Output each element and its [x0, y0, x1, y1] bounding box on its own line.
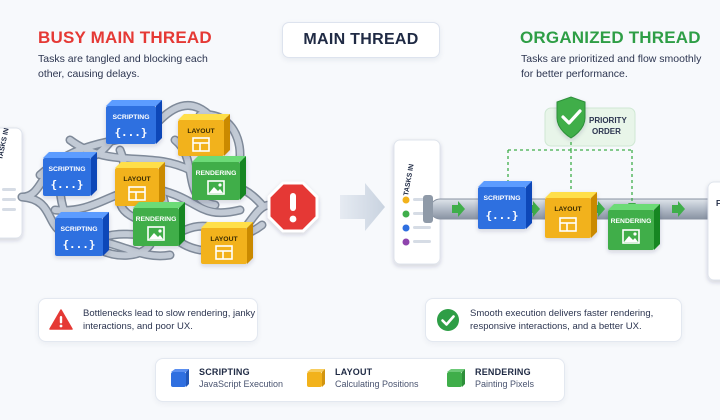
- check-circle-icon: [436, 308, 460, 332]
- task-block-layout: LAYOUT: [545, 192, 597, 238]
- task-block-label: SCRIPTING: [48, 166, 85, 173]
- legend-item-layout: LAYOUT Calculating Positions: [306, 367, 419, 389]
- legend-rendering-desc: Painting Pixels: [475, 379, 535, 389]
- busy-thread-subtitle: Tasks are tangled and blocking each othe…: [38, 53, 208, 80]
- task-block-scripting: SCRIPTING {...}: [106, 100, 162, 144]
- task-block-label: SCRIPTING: [483, 195, 520, 202]
- legend-layout-name: LAYOUT: [335, 367, 373, 377]
- left-tasks-in-card: TASKS IN: [0, 127, 23, 239]
- legend-scripting-name: SCRIPTING: [199, 367, 250, 377]
- image-picture-icon: [207, 180, 225, 195]
- warning-triangle-icon: [49, 309, 73, 331]
- task-block-label: SCRIPTING: [112, 114, 149, 121]
- organized-thread-subtitle: Tasks are prioritized and flow smoothly …: [521, 53, 702, 80]
- bottleneck-note-text: Bottlenecks lead to slow rendering, jank…: [83, 307, 256, 333]
- legend-rendering-name: RENDERING: [475, 367, 531, 377]
- legend-item-scripting: SCRIPTING JavaScript Execution: [170, 367, 283, 389]
- task-block-label: RENDERING: [136, 216, 177, 223]
- busy-thread-title: BUSY MAIN THREAD: [38, 28, 212, 47]
- task-block-scripting: SCRIPTING {...}: [478, 181, 532, 229]
- organized-task-blocks: SCRIPTING {...} LAYOUT RENDERING: [478, 181, 660, 250]
- bottleneck-note: Bottlenecks lead to slow rendering, jank…: [38, 298, 258, 342]
- layout-grid-icon: [559, 217, 577, 232]
- layout-grid-icon: [128, 186, 146, 201]
- busy-task-blocks: SCRIPTING {...} LAYOUT SCRIPTING {...} LAYOUT…: [43, 100, 253, 264]
- task-block-rendering: RENDERING: [133, 202, 185, 246]
- priority-label-line2: ORDER: [592, 127, 621, 136]
- smooth-execution-note: Smooth execution delivers faster renderi…: [425, 298, 682, 342]
- legend-layout-desc: Calculating Positions: [335, 379, 419, 389]
- code-braces-icon: {...}: [485, 209, 518, 222]
- task-block-scripting: SCRIPTING {...}: [55, 212, 109, 256]
- right-tasks-out-card: F: [707, 181, 720, 281]
- smooth-execution-note-text: Smooth execution delivers faster renderi…: [470, 307, 654, 333]
- task-block-layout: LAYOUT: [115, 162, 165, 206]
- priority-dashed-lines: [507, 142, 633, 205]
- main-thread-title: MAIN THREAD: [282, 22, 440, 58]
- layout-cube-icon: [307, 369, 325, 387]
- task-block-label: LAYOUT: [187, 128, 215, 135]
- task-block-label: LAYOUT: [210, 236, 238, 243]
- layout-grid-icon: [192, 137, 210, 152]
- image-picture-icon: [622, 229, 640, 244]
- checkmark-icon: [561, 109, 582, 125]
- task-block-rendering: RENDERING: [608, 204, 660, 250]
- task-block-label: SCRIPTING: [60, 226, 97, 233]
- layout-grid-icon: [215, 245, 233, 260]
- task-block-layout: LAYOUT: [201, 222, 253, 264]
- task-block-label: LAYOUT: [123, 176, 151, 183]
- transition-arrow: [340, 183, 385, 231]
- code-braces-icon: {...}: [62, 238, 95, 251]
- left-tasks-in-label: TASKS IN: [0, 128, 11, 161]
- task-block-label: LAYOUT: [554, 206, 582, 213]
- rendering-cube-icon: [447, 369, 465, 387]
- scripting-cube-icon: [171, 369, 189, 387]
- code-braces-icon: {...}: [114, 126, 147, 139]
- legend-scripting-desc: JavaScript Execution: [199, 379, 284, 389]
- task-block-layout: LAYOUT: [178, 114, 230, 156]
- task-block-rendering: RENDERING: [192, 156, 246, 200]
- stop-sign-exclamation-icon: [267, 181, 319, 233]
- legend: SCRIPTING JavaScript Execution LAYOUT Ca…: [155, 358, 565, 402]
- task-block-label: RENDERING: [611, 218, 652, 225]
- right-edge-label: F: [716, 199, 720, 208]
- code-braces-icon: {...}: [50, 178, 83, 191]
- task-block-label: RENDERING: [196, 170, 237, 177]
- priority-order-badge: PRIORITY ORDER: [544, 96, 636, 147]
- task-block-scripting: SCRIPTING {...}: [43, 152, 97, 196]
- priority-label-line1: PRIORITY: [589, 116, 627, 125]
- image-picture-icon: [147, 226, 165, 241]
- organized-thread-title: ORGANIZED THREAD: [520, 28, 701, 47]
- legend-item-rendering: RENDERING Painting Pixels: [446, 367, 534, 389]
